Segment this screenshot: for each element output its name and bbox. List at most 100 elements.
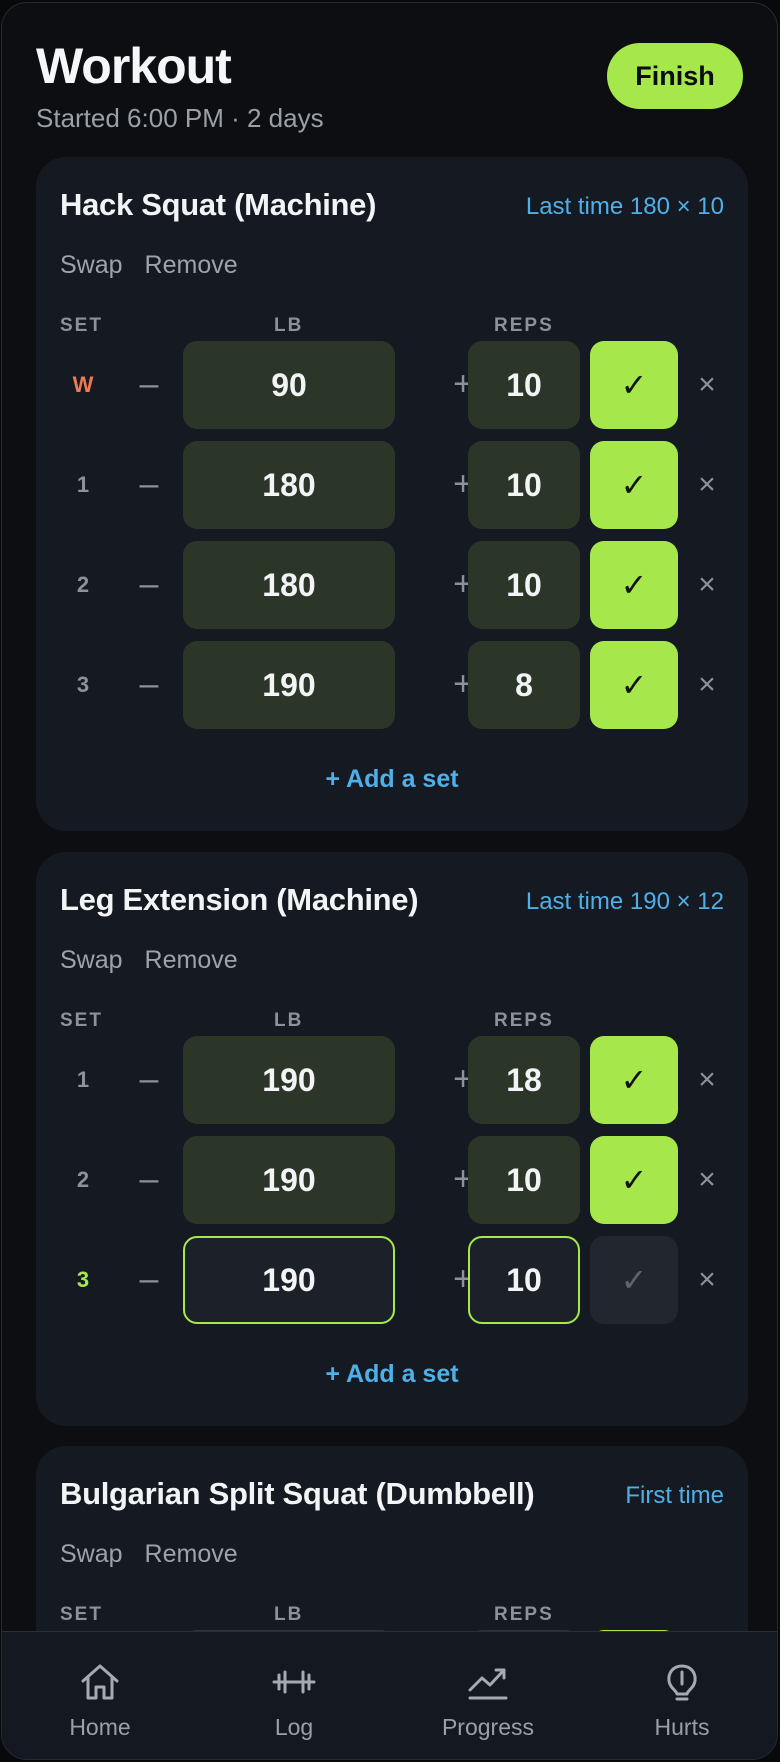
set-label: 3 (76, 672, 90, 697)
swap-button[interactable]: Swap (60, 251, 123, 279)
reps-input[interactable]: 10 (468, 1136, 580, 1224)
increment-weight-button[interactable]: + (453, 1060, 473, 1098)
last-time-link[interactable]: First time (625, 1482, 724, 1509)
weight-input[interactable]: 180 (183, 541, 395, 629)
add-set-button[interactable]: + Add a set (325, 765, 459, 793)
reps-input[interactable]: 10 (468, 541, 580, 629)
decrement-weight-button[interactable]: – (139, 1260, 159, 1298)
exercise-name: Leg Extension (Machine) (60, 882, 419, 917)
remove-exercise-button[interactable]: Remove (144, 251, 238, 279)
set-label: 1 (76, 472, 90, 497)
increment-weight-button[interactable]: + (453, 665, 473, 703)
weight-input[interactable]: 190 (183, 1236, 395, 1324)
reps-input[interactable]: 8 (468, 641, 580, 729)
weight-input[interactable]: 180 (183, 441, 395, 529)
set-label: W (72, 372, 94, 397)
swap-button[interactable]: Swap (60, 946, 123, 974)
complete-set-check-icon[interactable]: ✓ (590, 1236, 678, 1324)
weight-input[interactable]: 190 (183, 1036, 395, 1124)
exercise-name: Hack Squat (Machine) (60, 187, 377, 222)
decrement-weight-button[interactable]: – (139, 365, 159, 403)
reps-input[interactable]: 18 (468, 1036, 580, 1124)
set-label: 2 (76, 572, 90, 597)
delete-set-close-icon[interactable]: × (698, 568, 716, 601)
decrement-weight-button[interactable]: – (139, 465, 159, 503)
nav-item-hurts[interactable]: Hurts (602, 1632, 762, 1759)
complete-set-check-icon[interactable]: ✓ (590, 641, 678, 729)
remove-exercise-button[interactable]: Remove (144, 1540, 238, 1568)
increment-weight-button[interactable]: + (453, 1160, 473, 1198)
set-label: 2 (76, 1167, 90, 1192)
exercise-actions: Swap Remove (60, 251, 260, 280)
page-title: Workout (36, 38, 232, 94)
delete-set-close-icon[interactable]: × (698, 468, 716, 501)
last-time-link[interactable]: Last time 190 × 12 (525, 888, 724, 915)
weight-input[interactable]: 90 (183, 341, 395, 429)
home-icon (81, 1664, 119, 1700)
nav-item-log[interactable]: Log (214, 1632, 374, 1759)
set-row: W – 90 + 10 ✓ × (36, 341, 748, 429)
set-row: 1 – 190 + 18 ✓ × (36, 1036, 748, 1124)
column-header-set: SET (60, 1604, 103, 1625)
exercise-name: Bulgarian Split Squat (Dumbbell) (60, 1476, 535, 1511)
pain-icon (667, 1664, 697, 1701)
swap-button[interactable]: Swap (60, 1540, 123, 1568)
complete-set-check-icon[interactable]: ✓ (590, 341, 678, 429)
delete-set-close-icon[interactable]: × (698, 1063, 716, 1096)
column-header-lb: LB (274, 315, 304, 336)
nav-label: Home (69, 1714, 131, 1740)
decrement-weight-button[interactable]: – (139, 665, 159, 703)
column-header-reps: REPS (494, 315, 554, 336)
exercise-card-leg-extension: Leg Extension (Machine) Last time 190 × … (36, 852, 748, 1426)
complete-set-check-icon[interactable]: ✓ (590, 1136, 678, 1224)
dumbbell-icon (272, 1670, 316, 1694)
column-header-set: SET (60, 315, 103, 336)
reps-input[interactable]: 10 (468, 441, 580, 529)
exercise-actions: Swap Remove (60, 1540, 260, 1569)
set-row: 1 – 180 + 10 ✓ × (36, 441, 748, 529)
finish-button[interactable]: Finish (607, 43, 743, 109)
column-header-lb: LB (274, 1010, 304, 1031)
set-label: 3 (76, 1267, 90, 1292)
delete-set-close-icon[interactable]: × (698, 1263, 716, 1296)
set-row: 3 – 190 + 8 ✓ × (36, 641, 748, 729)
decrement-weight-button[interactable]: – (139, 1060, 159, 1098)
nav-label: Hurts (654, 1714, 710, 1740)
workout-duration: Started 6:00 PM · 2 days (36, 103, 324, 133)
complete-set-check-icon[interactable]: ✓ (590, 541, 678, 629)
complete-set-check-icon[interactable]: ✓ (590, 441, 678, 529)
delete-set-close-icon[interactable]: × (698, 368, 716, 401)
nav-label: Progress (441, 1714, 535, 1740)
workout-header: Workout Started 6:00 PM · 2 days Finish (36, 33, 743, 133)
weight-input[interactable]: 190 (183, 641, 395, 729)
increment-weight-button[interactable]: + (453, 1260, 473, 1298)
column-header-set: SET (60, 1010, 103, 1031)
weight-input[interactable]: 190 (183, 1136, 395, 1224)
reps-input[interactable]: 10 (468, 1236, 580, 1324)
add-set-button[interactable]: + Add a set (325, 1360, 459, 1388)
decrement-weight-button[interactable]: – (139, 1160, 159, 1198)
delete-set-close-icon[interactable]: × (698, 668, 716, 701)
increment-weight-button[interactable]: + (453, 465, 473, 503)
exercise-actions: Swap Remove (60, 946, 260, 975)
last-time-link[interactable]: Last time 180 × 10 (525, 193, 724, 220)
delete-set-close-icon[interactable]: × (698, 1163, 716, 1196)
decrement-weight-button[interactable]: – (139, 565, 159, 603)
nav-item-progress[interactable]: Progress (408, 1632, 568, 1759)
set-row: 2 – 190 + 10 ✓ × (36, 1136, 748, 1224)
nav-item-home[interactable]: Home (20, 1632, 180, 1759)
set-row-active: 3 – 190 + 10 ✓ × (36, 1236, 748, 1324)
set-label: 1 (76, 1067, 90, 1092)
increment-weight-button[interactable]: + (453, 365, 473, 403)
reps-input[interactable]: 10 (468, 341, 580, 429)
trend-icon (468, 1668, 508, 1700)
column-header-reps: REPS (494, 1604, 554, 1625)
column-header-reps: REPS (494, 1010, 554, 1031)
increment-weight-button[interactable]: + (453, 565, 473, 603)
complete-set-check-icon[interactable]: ✓ (590, 1036, 678, 1124)
remove-exercise-button[interactable]: Remove (144, 946, 238, 974)
exercise-card-hack-squat: Hack Squat (Machine) Last time 180 × 10 … (36, 157, 748, 831)
bottom-nav: Home Log Progress Hurts (2, 1631, 777, 1759)
column-header-lb: LB (274, 1604, 304, 1625)
